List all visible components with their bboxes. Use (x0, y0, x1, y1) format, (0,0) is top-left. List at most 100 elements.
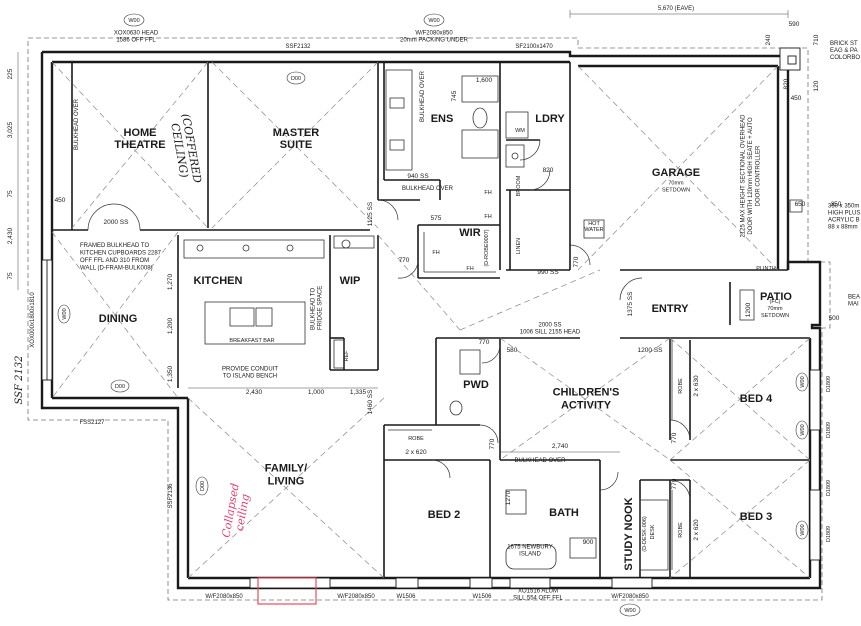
dim-1600: 1,600 (476, 77, 493, 84)
ssf2136: SSF2136 (168, 483, 174, 509)
room-bath: BATH (549, 507, 579, 519)
dim-500: 500 (829, 315, 840, 322)
dim-1200p: 1200 (745, 302, 752, 317)
dim-1000: 1,000 (308, 389, 325, 396)
broom-label: BROOM (516, 175, 522, 196)
dim-3025: 3,025 (7, 121, 14, 138)
svg-text:D00: D00 (200, 481, 206, 491)
hand-collapsed: Collapsedceiling (219, 482, 253, 540)
ref-label: REF (344, 350, 350, 362)
tag-w00-bed4: W00 (795, 372, 809, 392)
svg-text:W00: W00 (428, 18, 439, 24)
bulkhead-over-bath: BULKHEAD OVER (514, 458, 566, 464)
linen-label: LINEN (516, 238, 522, 254)
study-sub: (D-DESK-006) (642, 516, 648, 552)
dim-2620b: 2 x 620 (693, 519, 700, 541)
dim-1270b: 1270 (505, 490, 512, 505)
bulkhead-fridge: BULKHEAD TOFRIDGE SPACE (311, 286, 324, 330)
robe-label-bed4: ROBE (678, 378, 684, 394)
dim-940ss: 940 SS (407, 173, 429, 180)
dim-1270: 1,270 (167, 273, 174, 290)
dim-820b: 820 (783, 78, 790, 89)
fh-label-1: FH (484, 190, 491, 196)
room-kitchen: KITCHEN (194, 275, 243, 287)
dim-225: 225 (7, 68, 14, 79)
bottom-window-mid: W/F2080x850 (337, 594, 375, 600)
room-dining: DINING (99, 313, 138, 325)
fh-label-4: FH (466, 266, 473, 272)
room-patio: PATIO (760, 291, 792, 303)
dim-770d: 770 (671, 432, 678, 443)
handwritten-annotations: (COFFEREDCEILING) Collapsedceiling SSF 2… (14, 113, 317, 605)
room-ldry: LDRY (535, 113, 565, 125)
dim-580: 580 (507, 347, 518, 354)
dim-990ss: 990 SS (537, 269, 559, 276)
tag-w00-bed4b: W00 (795, 420, 809, 440)
fh-label-3: FH (432, 250, 439, 256)
tag-d00-master: D00 (286, 71, 306, 85)
hand-coffered: (COFFEREDCEILING) (167, 113, 204, 187)
room-bed2: BED 2 (428, 509, 460, 521)
dim-2620: 2 x 620 (405, 449, 427, 456)
dim-590: 590 (789, 21, 800, 28)
eave-outline (27, 37, 831, 601)
bulkhead-over-ens: BULKHEAD OVER (420, 70, 426, 122)
bulkhead-over-wir: BULKHEAD OVER (402, 186, 454, 192)
tag-w00-left: W00 (57, 304, 71, 324)
svg-text:D00: D00 (115, 384, 125, 390)
dim-2630: 2 x 630 (693, 375, 700, 397)
hand-ssf: SSF 2132 (14, 355, 25, 404)
dim-575: 575 (431, 215, 442, 222)
dim-450: 450 (55, 197, 66, 204)
bottom-window-right: W/F2080x850 (611, 594, 649, 600)
room-garage: GARAGE (652, 167, 700, 179)
dim-75a: 75 (7, 190, 14, 198)
dim-1125ss: 1125 SS (367, 201, 374, 226)
room-study-nook: STUDY NOOK (623, 497, 635, 570)
left-side-window: XOX000x1800x1810 (30, 292, 36, 348)
room-bed3: BED 3 (740, 511, 772, 523)
dim-820: 820 (543, 167, 554, 174)
breakfast-bar: BREAKFAST BAR (229, 338, 274, 344)
bottom-window-w1506b: W1506 (472, 594, 492, 600)
dim-770b: 770 (479, 339, 490, 346)
dim-770c: 770 (489, 438, 496, 449)
dim-450b: 450 (791, 95, 802, 102)
door-swings (87, 139, 691, 501)
dim-1350: 1,350 (167, 365, 174, 382)
dim-1200ss: 1200 SS (638, 347, 664, 354)
dim-1375ss: 1375 SS (627, 291, 634, 317)
bottom-window-left: W/F2080x850 (205, 594, 243, 600)
tags: W00 W00 D00 D00 D00 W00 W00 W00 (57, 13, 832, 617)
dim-2430b: 2,430 (246, 389, 263, 396)
fh-label-2: FH (484, 214, 491, 220)
tag-d1809: D1809 (826, 376, 832, 392)
tag-w00-top-left: W00 (123, 13, 145, 27)
dim-745: 745 (451, 90, 458, 101)
svg-text:W00: W00 (800, 376, 806, 387)
tag-w00-top-mid: W00 (423, 13, 445, 27)
wir-sub: (D-ROBE0007) (484, 229, 490, 266)
dimension-lines (17, 10, 789, 453)
dim-900: 900 (583, 539, 594, 546)
highlight-window (257, 577, 317, 605)
svg-text:W00: W00 (128, 18, 139, 24)
sf2100: SF2100x1470 (515, 44, 553, 50)
dim-770f: 770 (573, 256, 580, 267)
